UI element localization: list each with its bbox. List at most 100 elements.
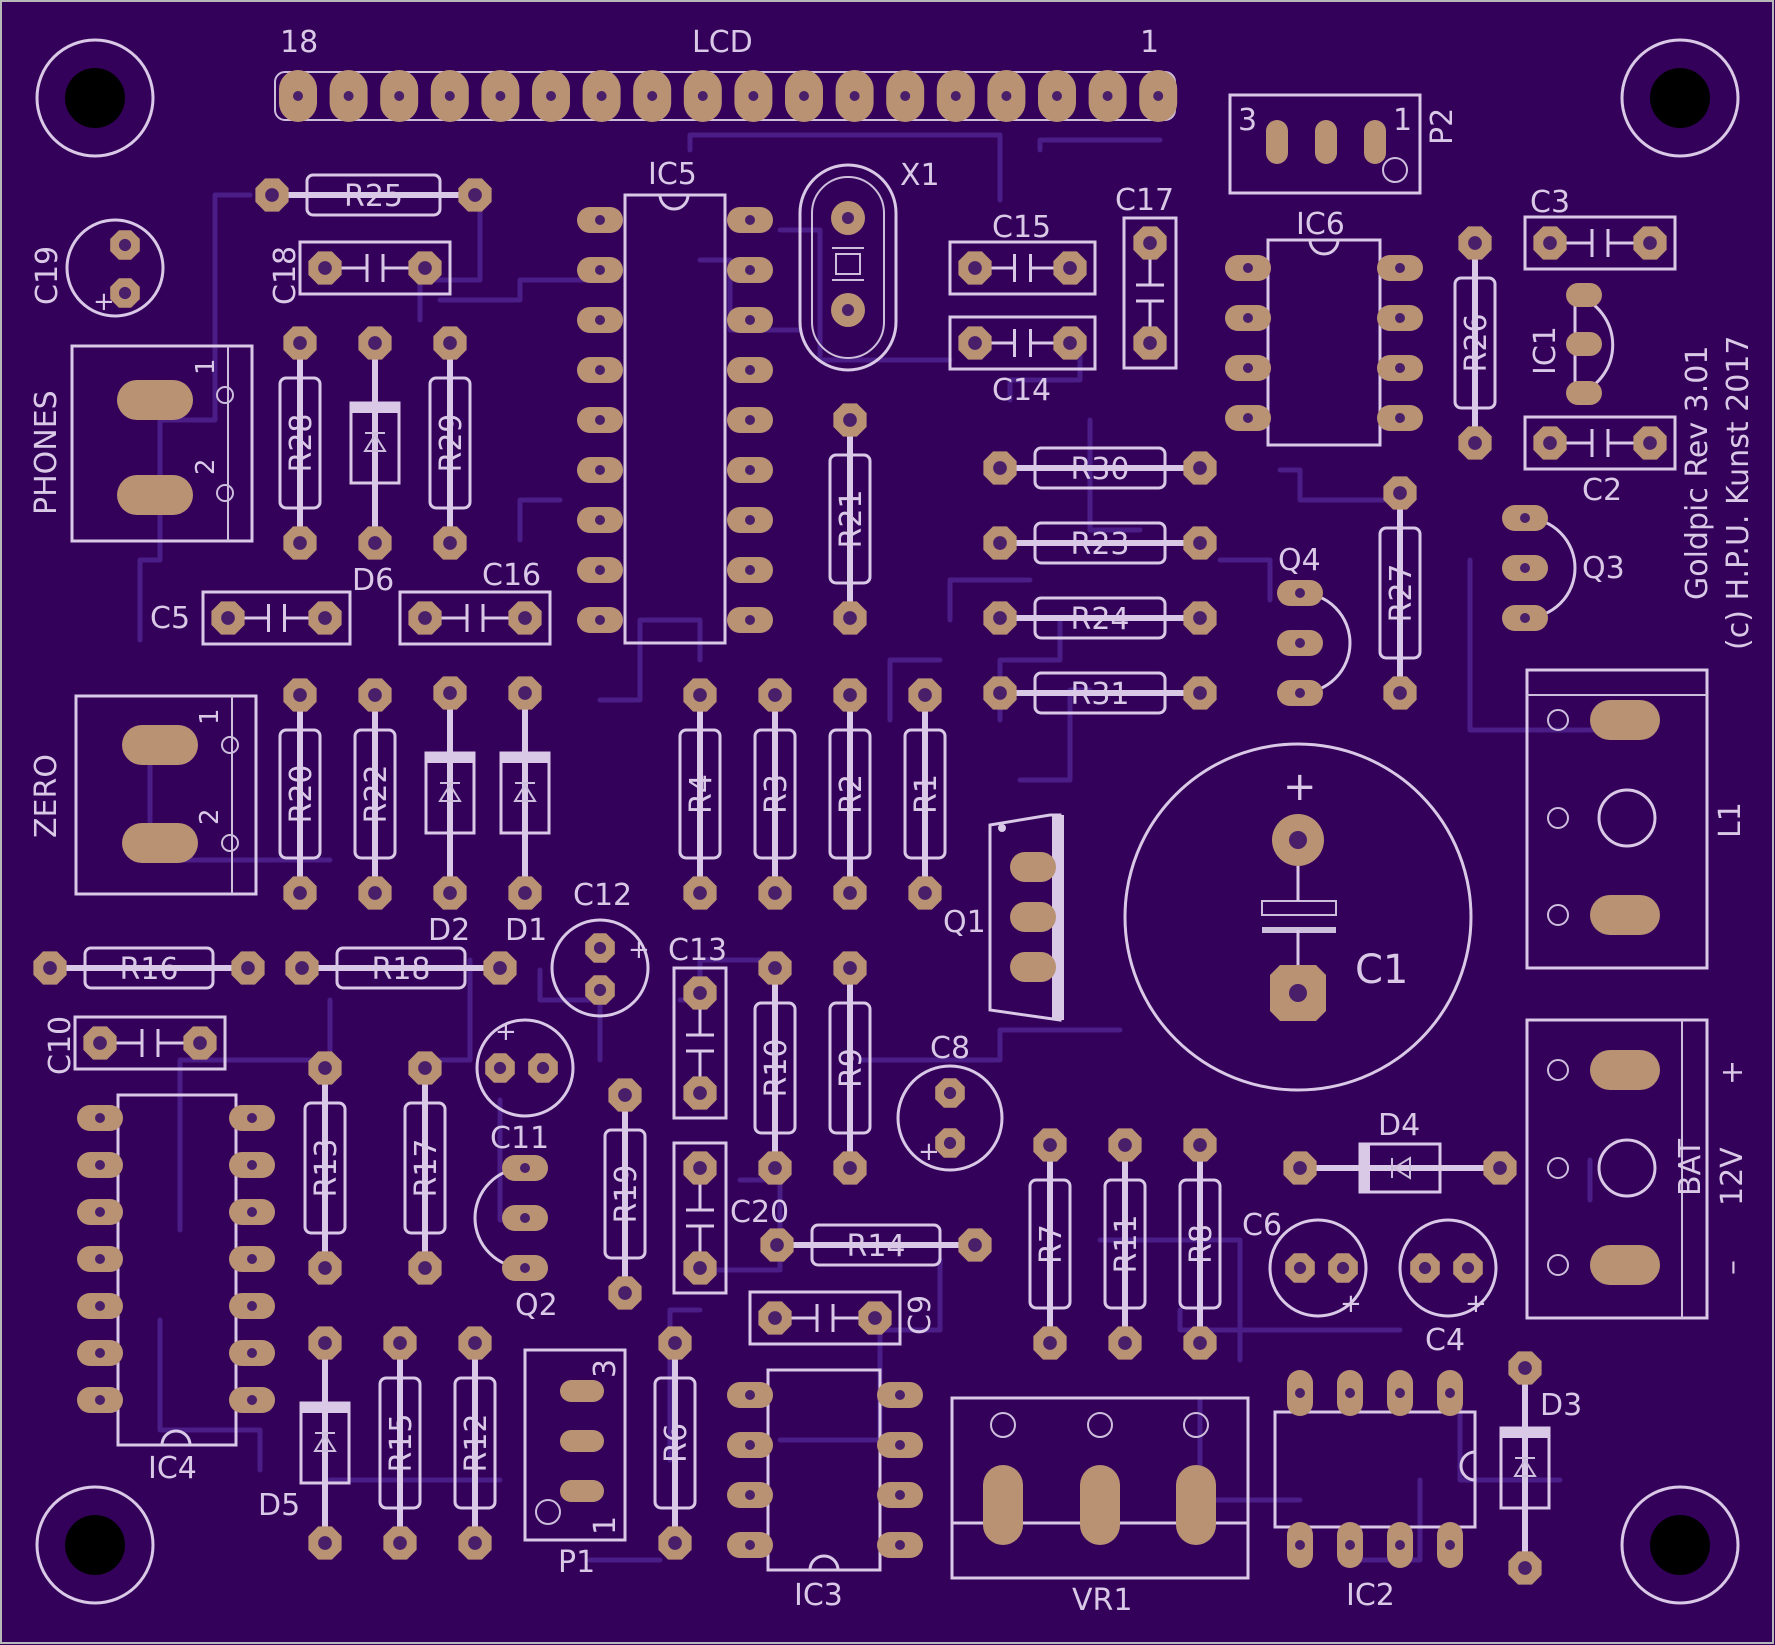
c5: C5 xyxy=(150,590,352,646)
c19: + C19 xyxy=(30,218,165,318)
ic1-regulator: IC1 xyxy=(1528,283,1615,405)
r1-label: R1 xyxy=(909,774,944,814)
lcd-pin-row xyxy=(279,70,1178,122)
ic5-label: IC5 xyxy=(648,157,697,192)
c1-plus-label: + xyxy=(1283,764,1317,810)
r29-label: R29 xyxy=(434,413,469,472)
r3-label: R3 xyxy=(759,774,794,814)
r4: R4 xyxy=(678,678,722,910)
r12: R12 xyxy=(453,1326,497,1560)
r14: R14 xyxy=(760,1223,992,1267)
ic3-chip: IC3 xyxy=(727,1368,923,1613)
c9-label: C9 xyxy=(903,1295,938,1335)
ic1-label: IC1 xyxy=(1528,326,1563,375)
c4-label: C4 xyxy=(1425,1323,1465,1358)
d6-label: D6 xyxy=(352,563,394,598)
c1-label: C1 xyxy=(1355,947,1408,993)
c11-electro-plus-label: + xyxy=(495,1017,517,1047)
r25: R25 xyxy=(255,173,492,217)
c4: +C4 xyxy=(1398,1218,1498,1358)
r11-label: R11 xyxy=(1109,1214,1144,1273)
ic6-chip: IC6 xyxy=(1225,207,1423,447)
r24: R24 xyxy=(983,596,1217,640)
c4-plus-label: + xyxy=(1465,1289,1487,1319)
lcd-header: 18 LCD 1 xyxy=(274,25,1178,122)
r1: R1 xyxy=(903,678,947,910)
c19-label: C19 xyxy=(30,246,65,305)
r18: R18 xyxy=(285,946,517,990)
r28-label: R28 xyxy=(284,413,319,472)
c8: +C8 xyxy=(896,1031,1004,1172)
board-title: Goldpic Rev 3.01 xyxy=(1680,346,1715,600)
r8-label: R8 xyxy=(1184,1224,1219,1264)
r8: R8 xyxy=(1178,1128,1222,1360)
r12-label: R12 xyxy=(459,1413,494,1472)
p2-label: P2 xyxy=(1425,108,1460,145)
c16: C16 xyxy=(398,558,552,646)
r30: R30 xyxy=(983,446,1217,490)
d3-label: D3 xyxy=(1540,1388,1582,1423)
r31: R31 xyxy=(983,671,1217,715)
q4: Q4 xyxy=(1277,543,1352,706)
ic5-chip: IC5 xyxy=(577,157,773,645)
zero-terminal: 1 2 ZERO xyxy=(29,694,258,896)
c20: C20 xyxy=(672,1141,789,1295)
ic2-label: IC2 xyxy=(1346,1578,1395,1613)
c18: C18 xyxy=(268,240,452,305)
r14-label: R14 xyxy=(846,1229,905,1264)
c19-plus-label: + xyxy=(93,287,115,317)
mounting-holes xyxy=(35,38,1740,1605)
r29: R29 xyxy=(428,326,472,560)
phones-label: PHONES xyxy=(29,390,64,515)
p2-trimmer: 3 1 P2 xyxy=(1228,93,1460,195)
board-copyright: (c) H.P.U. Kunst 2017 xyxy=(1721,336,1756,650)
r6: R6 xyxy=(653,1326,697,1560)
r17: R17 xyxy=(403,1051,447,1285)
ic4-chip: IC4 xyxy=(77,1093,275,1486)
c13-label: C13 xyxy=(668,933,727,968)
c11-electro: +C11 xyxy=(475,1017,575,1156)
d4-label: D4 xyxy=(1378,1108,1420,1143)
c14: C14 xyxy=(948,315,1097,408)
r7: R7 xyxy=(1028,1128,1072,1360)
r21-label: R21 xyxy=(834,489,869,548)
r30-label: R30 xyxy=(1070,452,1129,487)
r7-label: R7 xyxy=(1034,1224,1069,1264)
q3: Q3 xyxy=(1502,505,1625,631)
c2: C2 xyxy=(1523,415,1677,508)
c10-label: C10 xyxy=(43,1016,78,1075)
zero-pin1-label: 1 xyxy=(195,708,225,725)
d5-label: D5 xyxy=(258,1488,300,1523)
r19: R19 xyxy=(603,1078,647,1310)
c2-label: C2 xyxy=(1582,473,1622,508)
r2: R2 xyxy=(828,678,872,910)
r3: R3 xyxy=(753,678,797,910)
x1-label: X1 xyxy=(900,158,940,193)
q1-label: Q1 xyxy=(943,905,986,940)
p1-trimmer: 3 1 P1 xyxy=(523,1348,627,1580)
c6-plus-label: + xyxy=(1340,1289,1362,1319)
q2-label: Q2 xyxy=(515,1288,558,1323)
q1-transistor: Q1 xyxy=(943,813,1064,1022)
c6-label: C6 xyxy=(1242,1208,1282,1243)
r19-label: R19 xyxy=(609,1164,644,1223)
phones-pin1-label: 1 xyxy=(191,358,221,375)
r15: R15 xyxy=(378,1326,422,1560)
c15: C15 xyxy=(948,210,1097,296)
bat-terminal: BAT 12V + – xyxy=(1525,1018,1750,1320)
vr1-potentiometer: VR1 xyxy=(950,1396,1250,1618)
zero-pin2-label: 2 xyxy=(195,808,225,825)
lcd-label: LCD xyxy=(692,25,753,60)
bat-label: BAT xyxy=(1673,1138,1708,1196)
c1-capacitor: + C1 xyxy=(1123,742,1473,1092)
r16-label: R16 xyxy=(119,952,178,987)
d6: D6 xyxy=(349,326,401,598)
c5-label: C5 xyxy=(150,601,190,636)
r22: R22 xyxy=(353,678,397,910)
d3: D3 xyxy=(1499,1351,1582,1585)
r11: R11 xyxy=(1103,1128,1147,1360)
d5: D5 xyxy=(258,1326,351,1560)
phones-pin2-label: 2 xyxy=(191,458,221,475)
